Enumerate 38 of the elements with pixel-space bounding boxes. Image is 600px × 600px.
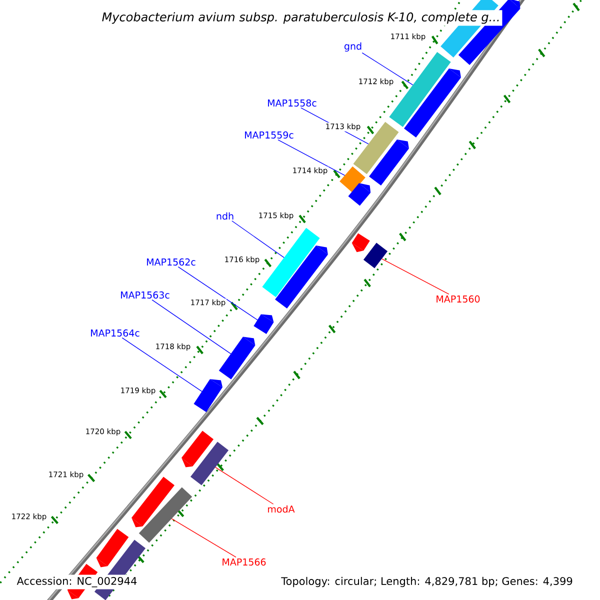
- gene-feature: [404, 68, 461, 138]
- gene-feature: [182, 430, 214, 468]
- gene-feature: [138, 487, 192, 543]
- gene-feature: [340, 166, 366, 193]
- gene-feature: [363, 242, 388, 268]
- leader-line: [362, 52, 414, 86]
- gene-feature: [275, 245, 328, 309]
- leader-line: [278, 139, 346, 176]
- gene-feature: [369, 139, 409, 186]
- gene-feature: [190, 442, 229, 486]
- leader-line: [122, 337, 202, 392]
- footer-text: Accession: NC_002944: [14, 574, 140, 590]
- gene-label: MAP1562c: [147, 258, 196, 266]
- gene-label: MAP1558c: [268, 99, 316, 107]
- gene-label: MAP1563c: [121, 291, 170, 299]
- leader-line: [215, 466, 274, 504]
- gene-feature: [254, 314, 274, 334]
- gene-label: gnd: [344, 42, 362, 52]
- gene-feature: [96, 528, 129, 568]
- gene-label: MAP1560: [436, 295, 480, 303]
- gene-label: modA: [268, 505, 295, 513]
- gene-label: MAP1564c: [91, 329, 140, 337]
- leader-line: [171, 518, 236, 558]
- footer-text: Topology: circular; Length: 4,829,781 bp; Genes: 4,399: [279, 574, 575, 590]
- gene-feature: [348, 183, 371, 206]
- gene-feature: [218, 336, 256, 380]
- gene-feature: [132, 476, 175, 528]
- gene-label: ndh: [216, 212, 234, 220]
- gene-feature: [194, 379, 223, 412]
- leader-line: [232, 220, 284, 258]
- leader-line: [152, 299, 232, 354]
- leader-line: [178, 266, 258, 320]
- gene-feature: [352, 233, 370, 252]
- gene-feature: [262, 228, 320, 298]
- title: Mycobacterium avium subsp. paratuberculosis K-10, complete g...: [100, 10, 502, 26]
- gene-label: MAP1559c: [245, 131, 294, 139]
- leader-line: [381, 258, 450, 295]
- gene-label: MAP1566: [222, 558, 266, 566]
